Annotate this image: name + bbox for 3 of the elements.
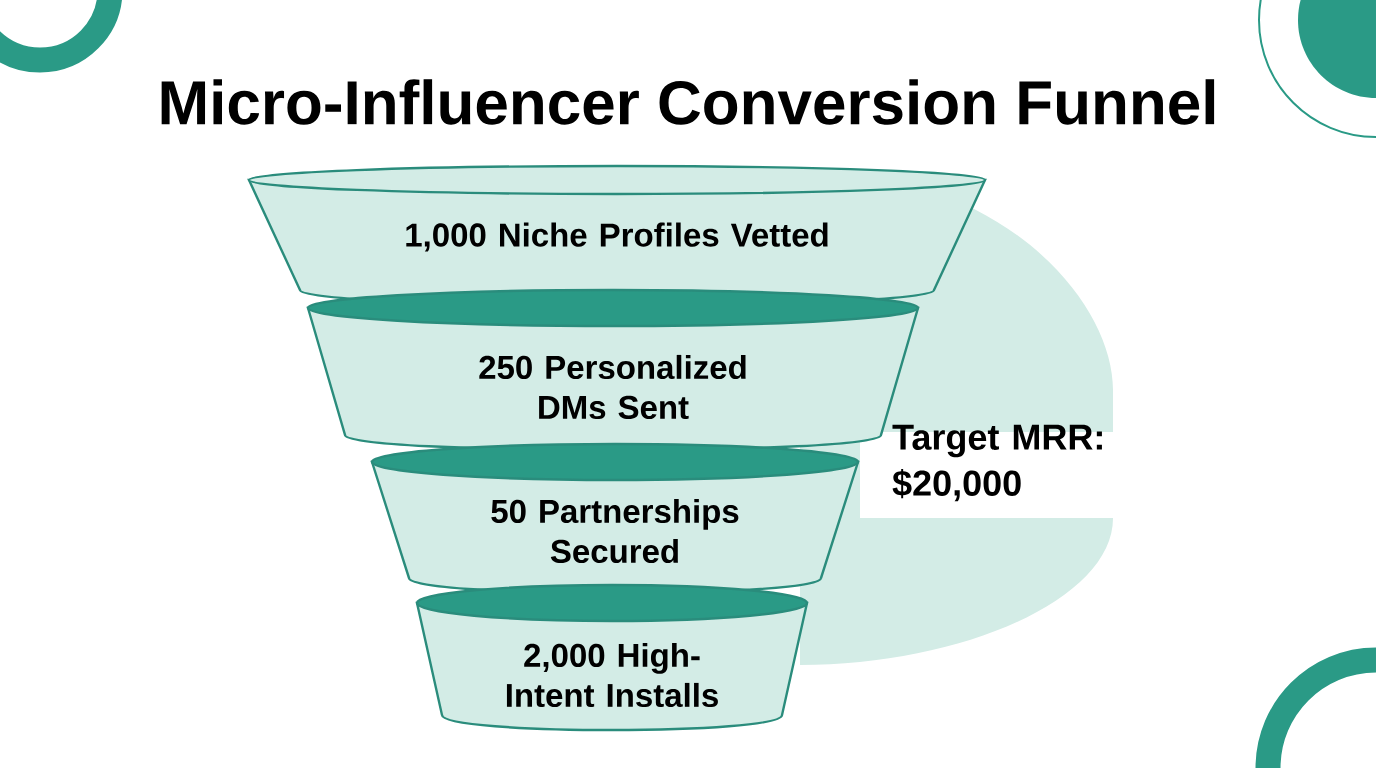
funnel-stage: 50 Partnerships Secured (370, 442, 860, 595)
title: Micro-Influencer Conversion Funnel (161, 79, 1215, 125)
funnel-stage: 2,000 High-Intent Installs (415, 583, 809, 732)
